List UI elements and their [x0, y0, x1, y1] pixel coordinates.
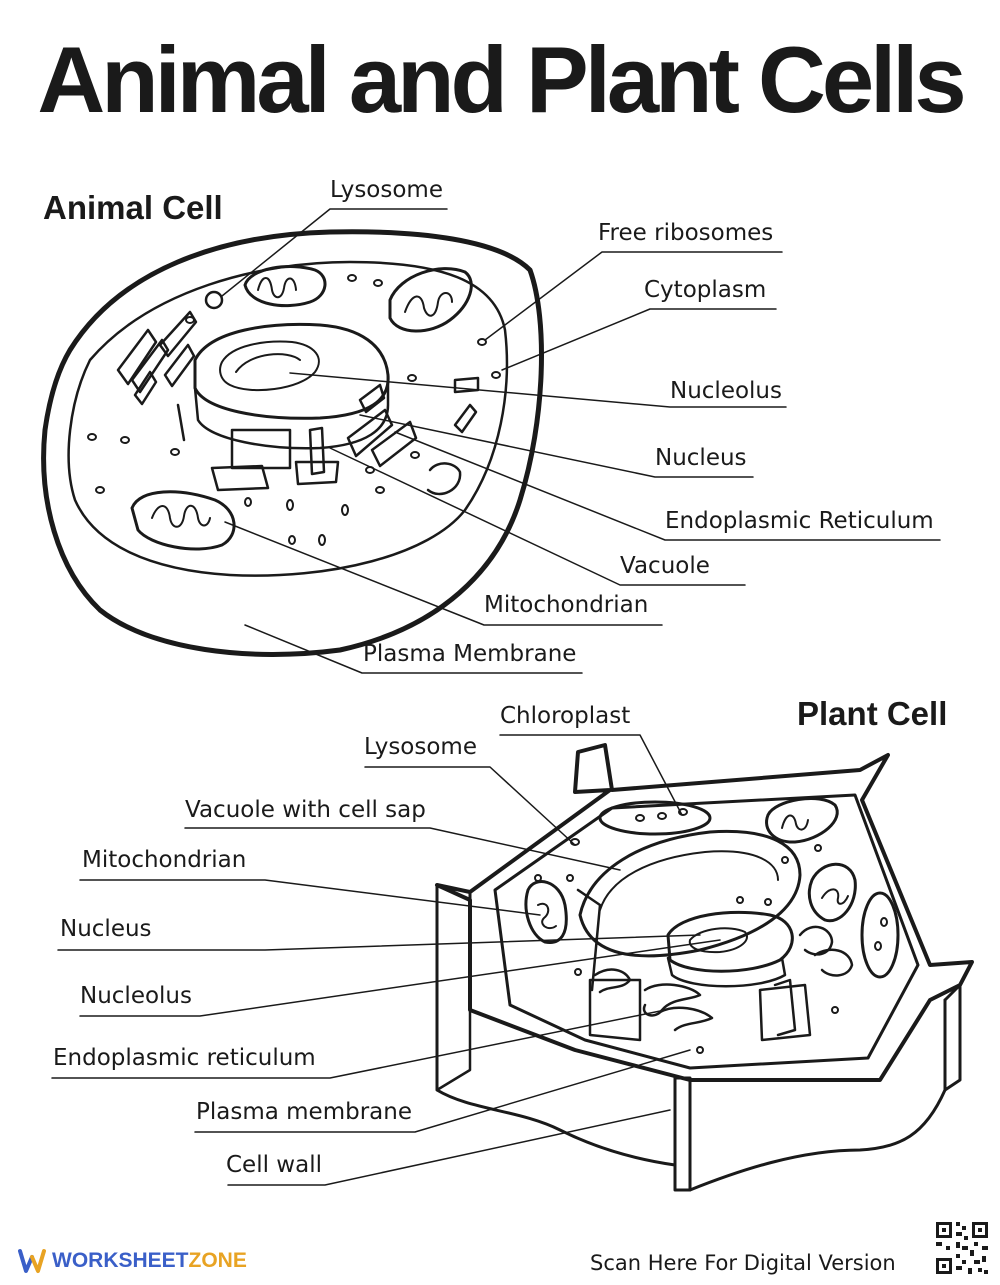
- scan-instruction: Scan Here For Digital Version: [590, 1251, 896, 1275]
- plant-chloroplasts: [598, 800, 900, 979]
- plant-ribosomes: [534, 838, 839, 1054]
- animal-label-plasma-membrane: Plasma Membrane: [363, 641, 577, 667]
- plant-label-plasma-membrane: Plasma membrane: [196, 1099, 412, 1125]
- animal-label-er: Endoplasmic Reticulum: [665, 508, 934, 534]
- plant-leader-lines: [51, 734, 721, 1186]
- animal-lysosome: [204, 290, 224, 310]
- animal-ribosomes: [87, 274, 501, 546]
- plant-mitochondria: [524, 797, 857, 944]
- plant-membrane: [493, 793, 920, 1070]
- animal-label-mitochondrian: Mitochondrian: [484, 592, 649, 618]
- plant-cell-wall: [435, 743, 974, 1082]
- animal-label-nucleolus: Nucleolus: [670, 378, 782, 404]
- animal-nucleus: [193, 322, 390, 450]
- worksheetzone-brand[interactable]: WORKSHEETZONE: [18, 1248, 247, 1274]
- page-title: Animal and Plant Cells: [37, 27, 966, 132]
- animal-label-lysosome: Lysosome: [330, 177, 443, 203]
- animal-leader-lines: [221, 208, 941, 674]
- animal-mitochondria: [130, 265, 473, 551]
- animal-label-free-ribosomes: Free ribosomes: [598, 220, 774, 246]
- animal-plasma-membrane: [41, 229, 544, 657]
- plant-nucleus: [666, 910, 794, 988]
- plant-label-nucleolus: Nucleolus: [80, 983, 192, 1009]
- plant-label-cell-wall: Cell wall: [226, 1152, 322, 1178]
- animal-inner-rim: [67, 260, 509, 577]
- qr-code-icon[interactable]: [934, 1220, 990, 1276]
- animal-label-vacuole: Vacuole: [620, 553, 710, 579]
- plant-label-er: Endoplasmic reticulum: [53, 1045, 316, 1071]
- plant-cell-drawing: [435, 743, 974, 1192]
- worksheetzone-w-logo-icon: [18, 1249, 46, 1273]
- animal-golgi: [116, 310, 198, 442]
- plant-label-mitochondrian: Mitochondrian: [82, 847, 247, 873]
- animal-cell-heading: Animal Cell: [43, 189, 223, 226]
- animal-label-nucleus: Nucleus: [655, 445, 747, 471]
- plant-er: [576, 888, 854, 1042]
- brand-zone: ZONE: [188, 1249, 247, 1272]
- plant-label-lysosome: Lysosome: [364, 734, 477, 760]
- plant-vacuole: [578, 829, 802, 958]
- animal-cell-drawing: [41, 229, 544, 657]
- brand-worksheet: WORKSHEET: [52, 1249, 189, 1272]
- plant-label-chloroplast: Chloroplast: [500, 703, 631, 729]
- plant-label-vacuole: Vacuole with cell sap: [185, 797, 426, 823]
- animal-er: [210, 376, 480, 496]
- plant-label-nucleus: Nucleus: [60, 916, 152, 942]
- plant-cell-heading: Plant Cell: [797, 695, 948, 732]
- animal-label-cytoplasm: Cytoplasm: [644, 277, 767, 303]
